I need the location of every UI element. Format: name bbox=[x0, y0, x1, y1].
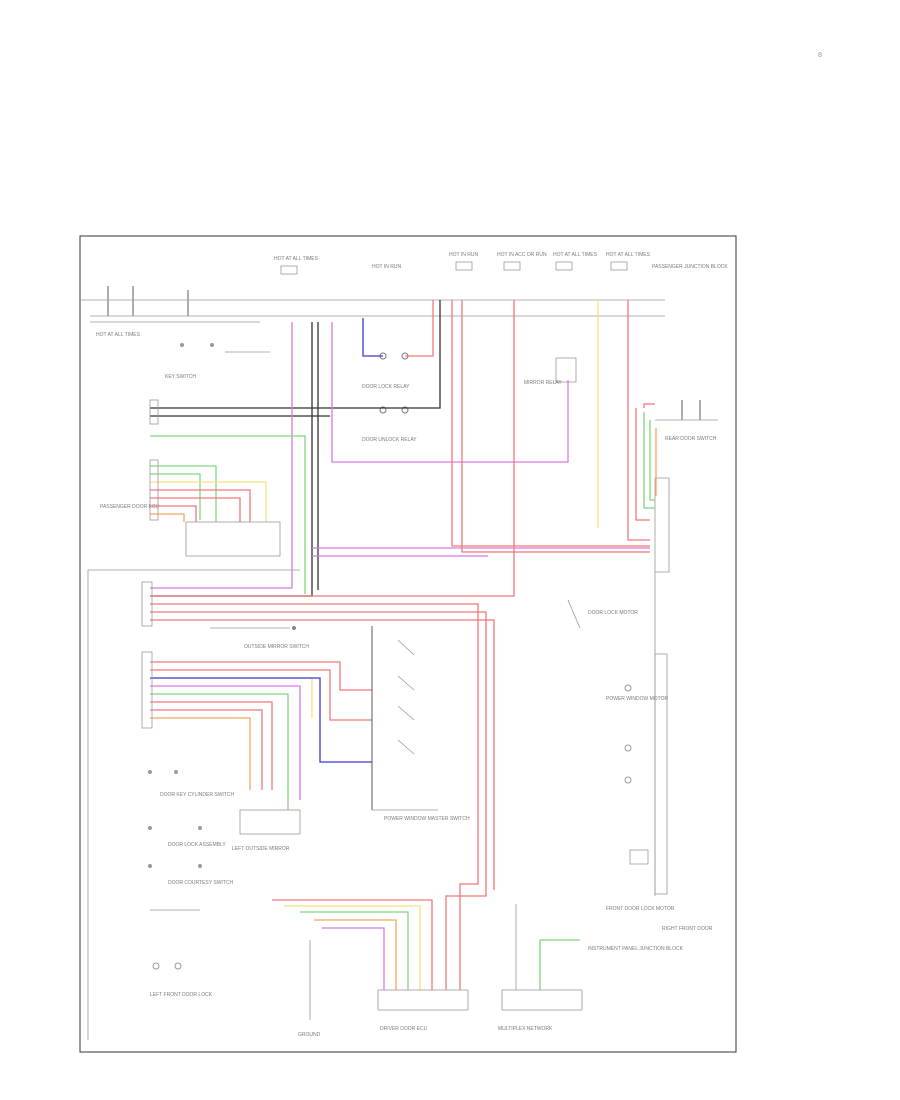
left-connector-pins bbox=[141, 399, 159, 729]
power-window-switch: POWER WINDOW MASTER SWITCH bbox=[371, 626, 470, 822]
fuse-label-3: HOT IN RUN bbox=[449, 252, 478, 258]
right-riser-wires bbox=[597, 300, 657, 528]
violet-wires bbox=[150, 318, 569, 589]
svg-text:DOOR COURTESY SWITCH: DOOR COURTESY SWITCH bbox=[168, 880, 233, 886]
left-switches: DOOR KEY CYLINDER SWITCH DOOR LOCK ASSEM… bbox=[148, 770, 234, 998]
fuse-label-4: HOT IN ACC OR RUN bbox=[497, 252, 547, 258]
left-mirror: LEFT OUTSIDE MIRROR bbox=[232, 809, 301, 852]
passenger-jb-label: PASSENGER JUNCTION BLOCK bbox=[652, 264, 728, 270]
pink-wires bbox=[150, 300, 655, 780]
left-jb-wires bbox=[150, 435, 306, 594]
svg-text:RIGHT FRONT DOOR: RIGHT FRONT DOOR bbox=[662, 926, 713, 932]
svg-text:PASSENGER DOOR ECU: PASSENGER DOOR ECU bbox=[100, 504, 159, 510]
svg-text:MULTIPLEX NETWORK: MULTIPLEX NETWORK bbox=[498, 1026, 553, 1032]
svg-text:DOOR LOCK MOTOR: DOOR LOCK MOTOR bbox=[588, 610, 638, 616]
driver-ecu-wires bbox=[150, 661, 372, 810]
unlock-relay: DOOR UNLOCK RELAY bbox=[362, 406, 417, 443]
fuse-row: HOT AT ALL TIMES HOT IN RUN HOT IN RUN H… bbox=[80, 252, 728, 338]
diagram-frame bbox=[79, 235, 737, 1053]
svg-text:DOOR KEY CYLINDER SWITCH: DOOR KEY CYLINDER SWITCH bbox=[160, 792, 234, 798]
svg-text:MIRROR RELAY: MIRROR RELAY bbox=[524, 380, 562, 386]
page-number: 8 bbox=[818, 52, 822, 59]
fuse-label-6: HOT AT ALL TIMES bbox=[606, 252, 651, 258]
svg-text:LEFT FRONT DOOR LOCK: LEFT FRONT DOOR LOCK bbox=[150, 992, 213, 998]
svg-text:KEY SWITCH: KEY SWITCH bbox=[165, 374, 196, 380]
svg-text:LEFT OUTSIDE MIRROR: LEFT OUTSIDE MIRROR bbox=[232, 846, 290, 852]
passenger-door-ecu: PASSENGER DOOR ECU bbox=[100, 477, 670, 573]
black-wires bbox=[150, 300, 441, 597]
svg-text:DOOR UNLOCK RELAY: DOOR UNLOCK RELAY bbox=[362, 437, 417, 443]
right-ecu-column: DOOR LOCK MOTOR POWER WINDOW MOTOR FRONT… bbox=[567, 572, 713, 932]
svg-text:REAR DOOR SWITCH: REAR DOOR SWITCH bbox=[665, 436, 717, 442]
mirror-relay: MIRROR RELAY bbox=[524, 357, 577, 386]
mirror-switch: OUTSIDE MIRROR SWITCH bbox=[210, 626, 309, 650]
fuse-label-7: HOT AT ALL TIMES bbox=[96, 332, 141, 338]
svg-text:GROUND: GROUND bbox=[298, 1032, 321, 1038]
svg-text:DOOR LOCK RELAY: DOOR LOCK RELAY bbox=[362, 384, 410, 390]
svg-text:FRONT DOOR LOCK MOTOR: FRONT DOOR LOCK MOTOR bbox=[606, 906, 675, 912]
rear-door-switch: REAR DOOR SWITCH bbox=[655, 400, 718, 442]
fuse-label-1: HOT AT ALL TIMES bbox=[274, 256, 319, 262]
svg-text:OUTSIDE MIRROR SWITCH: OUTSIDE MIRROR SWITCH bbox=[244, 644, 309, 650]
svg-text:POWER WINDOW MASTER SWITCH: POWER WINDOW MASTER SWITCH bbox=[384, 816, 470, 822]
fuse-label-5: HOT AT ALL TIMES bbox=[553, 252, 598, 258]
svg-text:DOOR LOCK ASSEMBLY: DOOR LOCK ASSEMBLY bbox=[168, 842, 226, 848]
svg-text:DRIVER DOOR ECU: DRIVER DOOR ECU bbox=[380, 1026, 428, 1032]
bottom-connectors: GROUND DRIVER DOOR ECU MULTIPLEX NETWORK… bbox=[272, 780, 684, 1038]
key-switch: KEY SWITCH bbox=[165, 343, 270, 380]
lock-relay: DOOR LOCK RELAY bbox=[362, 352, 410, 390]
svg-text:INSTRUMENT PANEL JUNCTION BLOC: INSTRUMENT PANEL JUNCTION BLOCK bbox=[588, 946, 684, 952]
svg-text:POWER WINDOW MOTOR: POWER WINDOW MOTOR bbox=[606, 696, 669, 702]
fuse-label-2: HOT IN RUN bbox=[372, 264, 401, 270]
left-block-frames bbox=[87, 569, 300, 1040]
